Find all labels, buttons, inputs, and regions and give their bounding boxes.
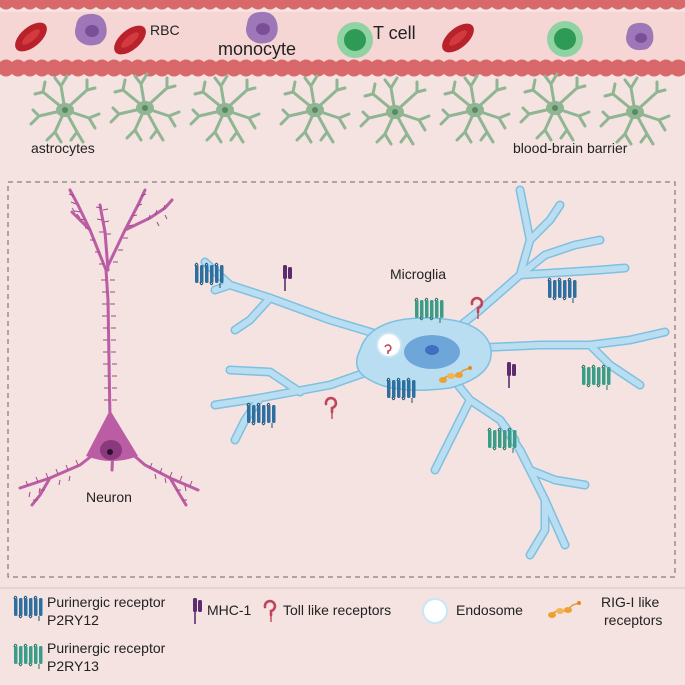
monocyte-label: monocyte	[218, 39, 297, 59]
astrocyte-cell	[439, 74, 511, 144]
legend-tlr-icon	[263, 599, 277, 624]
brain-region-frame	[7, 181, 676, 578]
legend-rig-line1: RIG-I like	[601, 594, 660, 610]
microglia-cell	[200, 185, 670, 560]
p2ry13-receptor	[581, 364, 611, 391]
legend-p2ry13-icon	[13, 643, 43, 670]
vessel-bottom-wall	[0, 62, 685, 74]
legend-mhc1-label: MHC-1	[207, 602, 252, 618]
legend-p2ry13-line2: P2RY13	[47, 658, 99, 674]
astrocyte-cell	[359, 76, 431, 146]
astrocyte-cell	[109, 72, 181, 142]
rbc-cell	[442, 23, 474, 53]
legend-p2ry12-line2: P2RY12	[47, 612, 99, 628]
legend-rig-line2: receptors	[604, 612, 663, 628]
legend-p2ry12-line1: Purinergic receptor	[47, 594, 166, 610]
tcell	[547, 21, 583, 57]
rbc-label: RBC	[150, 22, 180, 38]
p2ry12-receptor	[547, 277, 577, 304]
astrocyte-cell	[599, 76, 671, 146]
astrocyte-cell	[29, 74, 101, 144]
blood-brain-barrier-label: blood-brain barrier	[513, 140, 628, 156]
mhc1-receptor	[282, 264, 293, 292]
tcell-label: T cell	[373, 23, 416, 43]
legend-p2ry13-line1: Purinergic receptor	[47, 640, 166, 656]
neuron-cell	[18, 188, 200, 507]
legend-p2ry12-icon	[13, 595, 43, 622]
legend-endosome-label: Endosome	[456, 602, 523, 618]
astrocyte-cell	[519, 72, 591, 142]
astrocytes-label: astrocytes	[31, 140, 95, 156]
endosome	[376, 332, 402, 358]
mhc1-receptor	[506, 361, 517, 389]
legend-mhc1-icon	[192, 597, 203, 625]
monocyte-cell	[246, 11, 278, 44]
astrocyte-cell	[189, 74, 261, 144]
legend-tlr-label: Toll like receptors	[283, 602, 392, 618]
legend-rig-icon	[547, 600, 582, 619]
legend-endosome-icon	[422, 598, 448, 624]
rbc-cell	[114, 25, 146, 55]
astrocyte-cell	[279, 74, 351, 144]
monocyte-cell	[626, 22, 654, 51]
neuron-label: Neuron	[86, 489, 132, 505]
vessel-top-wall	[0, 0, 685, 7]
rbc-cell	[15, 22, 47, 52]
tlr-receptor	[324, 396, 338, 421]
tcell	[337, 22, 373, 58]
monocyte-cell	[75, 13, 107, 46]
microglia-label: Microglia	[390, 266, 447, 282]
